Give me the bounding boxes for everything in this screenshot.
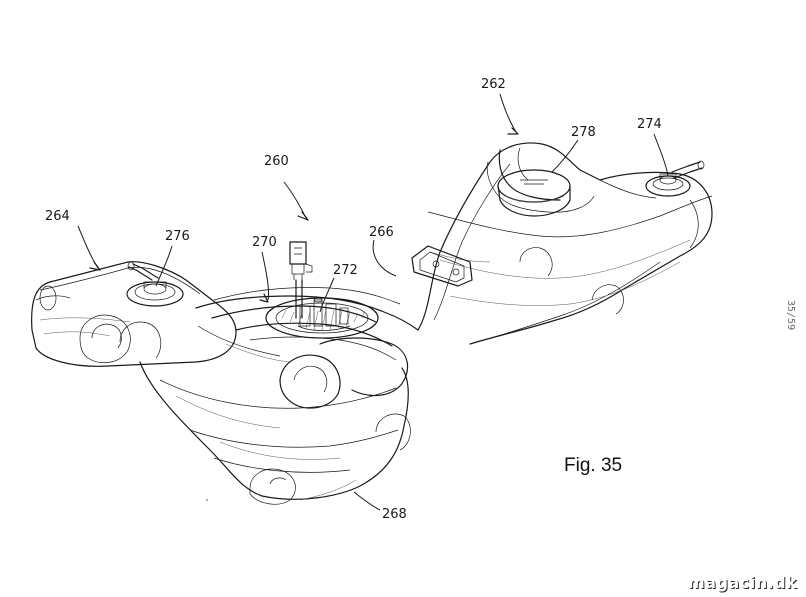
center-saddle [196, 288, 418, 409]
figure-caption: Fig. 35 [564, 455, 622, 476]
label-270: 270 [252, 235, 277, 250]
left-tank-lobe [32, 262, 236, 367]
leader-lines [78, 94, 668, 510]
left-filler-cap [127, 262, 183, 306]
large-center-cap [498, 170, 570, 216]
label-264: 264 [45, 209, 70, 224]
label-274: 274 [637, 117, 662, 132]
right-filler-cap [646, 161, 704, 196]
fuel-tank [32, 143, 712, 504]
sheet-number: 35/59 [785, 300, 796, 330]
mounting-bracket [412, 246, 472, 286]
label-268: 268 [382, 507, 407, 522]
watermark-text: magacin.dk [688, 573, 797, 592]
label-278: 278 [571, 125, 596, 140]
label-262: 262 [481, 77, 506, 92]
watermark: magacin.dk magacin.dk [688, 573, 798, 593]
label-272: 272 [333, 263, 358, 278]
stray-dot [206, 499, 208, 501]
label-276: 276 [165, 229, 190, 244]
label-260: 260 [264, 154, 289, 169]
label-266: 266 [369, 225, 394, 240]
lower-sump [140, 362, 410, 504]
